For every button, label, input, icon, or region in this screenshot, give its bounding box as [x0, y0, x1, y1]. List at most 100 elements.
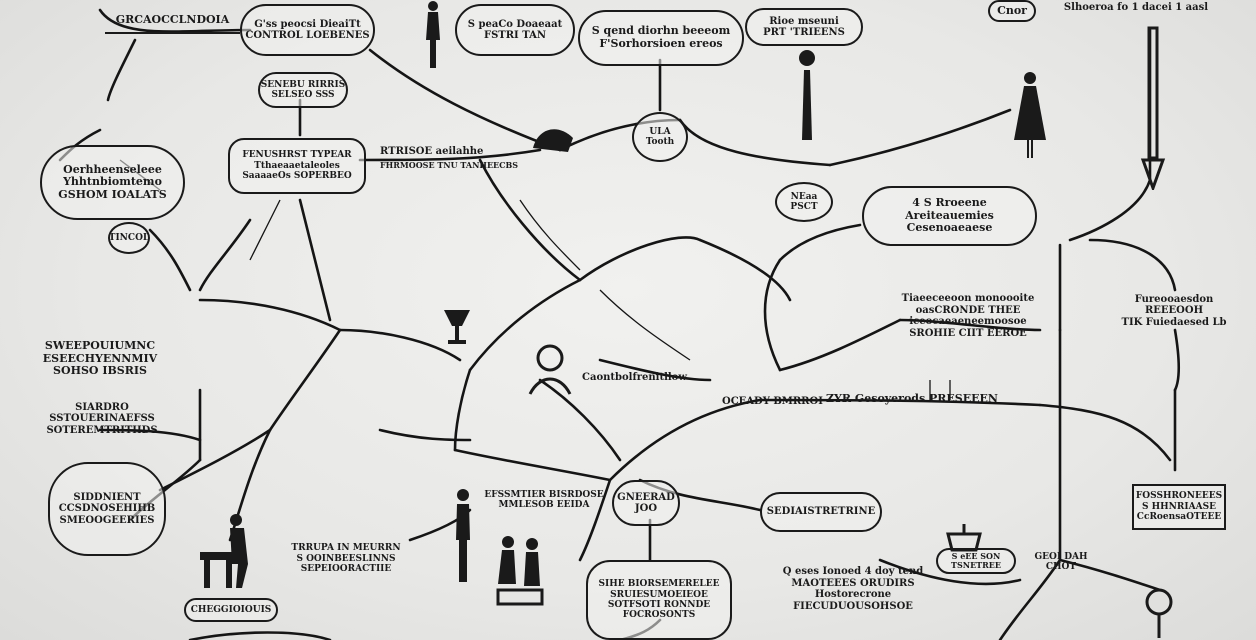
- node-text: REEEOOH: [1144, 305, 1204, 317]
- bell-icon: [1142, 580, 1176, 640]
- node-text: SENEBU RIRRIS: [260, 79, 346, 90]
- node-low-bubble: SEDIAISTRETRINE: [760, 492, 882, 532]
- node-text: G'ss peocsi DieaiTt: [254, 18, 361, 30]
- node-text: SOHSO IBSRIS: [53, 364, 147, 378]
- node-text: PSCT: [790, 202, 818, 212]
- node-text: Oerhheenseleee: [63, 162, 162, 176]
- node-text: Fureooaesdon: [1134, 293, 1214, 305]
- node-top-far-right-text: Slhoeroa fo 1 dacei 1 aasl: [1036, 0, 1236, 16]
- person-figure: [418, 0, 448, 70]
- node-text: ESEECHYENNMIV: [42, 351, 158, 365]
- node-text: Rioe mseuni: [769, 15, 839, 27]
- person-figure: [198, 512, 258, 590]
- node-text: SIHE BIORSEMERELEE: [598, 579, 720, 590]
- person-figure: [520, 344, 580, 404]
- node-text: SROHIE CIIT EEROE: [909, 327, 1027, 339]
- node-top-far-right: Cnor: [988, 0, 1036, 22]
- lamp-icon: [1140, 20, 1166, 190]
- node-bottom-left: CHEGGIOIOUIS: [184, 598, 278, 622]
- node-text: F'Sorhorsioen ereos: [599, 37, 723, 50]
- node-text: SMEOOGEERIES: [59, 514, 155, 526]
- node-text: CHOT: [1045, 562, 1077, 572]
- node-text: TIK Fuiedaesed Lb: [1121, 316, 1227, 328]
- node-text: Tthaeaaetaleoles: [254, 160, 340, 171]
- node-text: MAOTEEES ORUDIRS: [791, 577, 915, 589]
- node-text: CHEGGIOIOUIS: [190, 604, 272, 615]
- node-text: CONTROL LOEBENES: [245, 30, 370, 41]
- node-mid-label-2: FHRMOOSE TNU TANHEECBS: [380, 160, 519, 170]
- node-text: S peaCo Doaeaat: [467, 18, 563, 30]
- node-text: S eEE SON: [951, 550, 1001, 561]
- person-figure: [492, 534, 548, 606]
- node-text: iceocaeaeneemoosoe: [909, 316, 1027, 327]
- node-text: SaaaaeOs SOPERBEO: [242, 171, 352, 182]
- node-text: FENUSHRST TYPEAR: [242, 150, 352, 161]
- node-center-mid-2: OCEADY BMRROI: [722, 396, 823, 407]
- person-figure: [792, 40, 822, 150]
- node-text: TRRUPA IN MEURRN: [291, 543, 401, 554]
- node-text: Tooth: [645, 137, 675, 147]
- node-text: NEaa: [790, 191, 818, 202]
- node-text: 4 S Rroeene: [912, 196, 987, 210]
- node-text: Tiaeeceeoon monoooite: [901, 293, 1035, 304]
- person-figure: [1010, 70, 1050, 160]
- node-text: SELSEO SSS: [271, 90, 335, 100]
- person-figure: [450, 488, 476, 584]
- node-text: SRUIESUMOEIEOE: [610, 589, 708, 600]
- node-top-left: GRCAOCCLNDOIA: [105, 8, 240, 34]
- node-text: Yhhtnbiomtemo: [63, 175, 162, 189]
- node-text: GNEERAD: [617, 491, 675, 503]
- person-figure: [528, 118, 578, 158]
- node-text: FSTRI TAN: [483, 30, 547, 41]
- node-text: Slhoeroa fo 1 dacei 1 aasl: [1063, 2, 1209, 14]
- node-text: CCSDNOSEHIHB: [58, 503, 156, 515]
- node-text: GSHOM IOALATS: [58, 187, 167, 201]
- node-text: SOTEREMTRITIIDS: [46, 424, 158, 436]
- node-text: CcRoensaOTEEE: [1136, 512, 1222, 523]
- node-text: oasCRONDE THEE: [915, 304, 1021, 316]
- node-text: SIDDNIENT: [73, 491, 141, 503]
- node-text: EFSSMTIER BISRDOSE: [484, 489, 604, 500]
- pot-icon: [944, 520, 984, 554]
- node-text: Cesenoaeaese: [906, 221, 993, 235]
- node-text: SEPEIOORACTIIE: [300, 564, 392, 575]
- node-text: Cnor: [997, 3, 1027, 17]
- node-text: FOCROSONTS: [622, 610, 696, 621]
- node-text: Hostorecrone: [814, 589, 892, 600]
- node-mid-label: RTRISOE aeilahhe: [380, 146, 484, 157]
- node-text: JOO: [634, 503, 658, 514]
- node-text: SOTFSOTI RONNDE: [607, 600, 711, 610]
- node-text: MMLESOB EEIDA: [498, 500, 590, 510]
- node-text: Areiteauemies: [905, 208, 994, 222]
- node-text: Q eses Ionoed 4 doy tend: [782, 566, 924, 577]
- node-horizontal-label: ZYR Gesoyerods PRESEEEN: [826, 392, 998, 405]
- node-text: GEOI DAH: [1034, 551, 1088, 562]
- node-left-small: TINCOL: [108, 222, 150, 254]
- node-text: S qend diorhn beeeom: [591, 24, 731, 38]
- node-text: SWEEPOUIUMNC: [44, 339, 156, 353]
- node-text: FIECUDUOUSOHSOE: [793, 600, 913, 612]
- cup-icon: [440, 300, 474, 346]
- node-text: S OOINBEESLINNS: [296, 553, 396, 564]
